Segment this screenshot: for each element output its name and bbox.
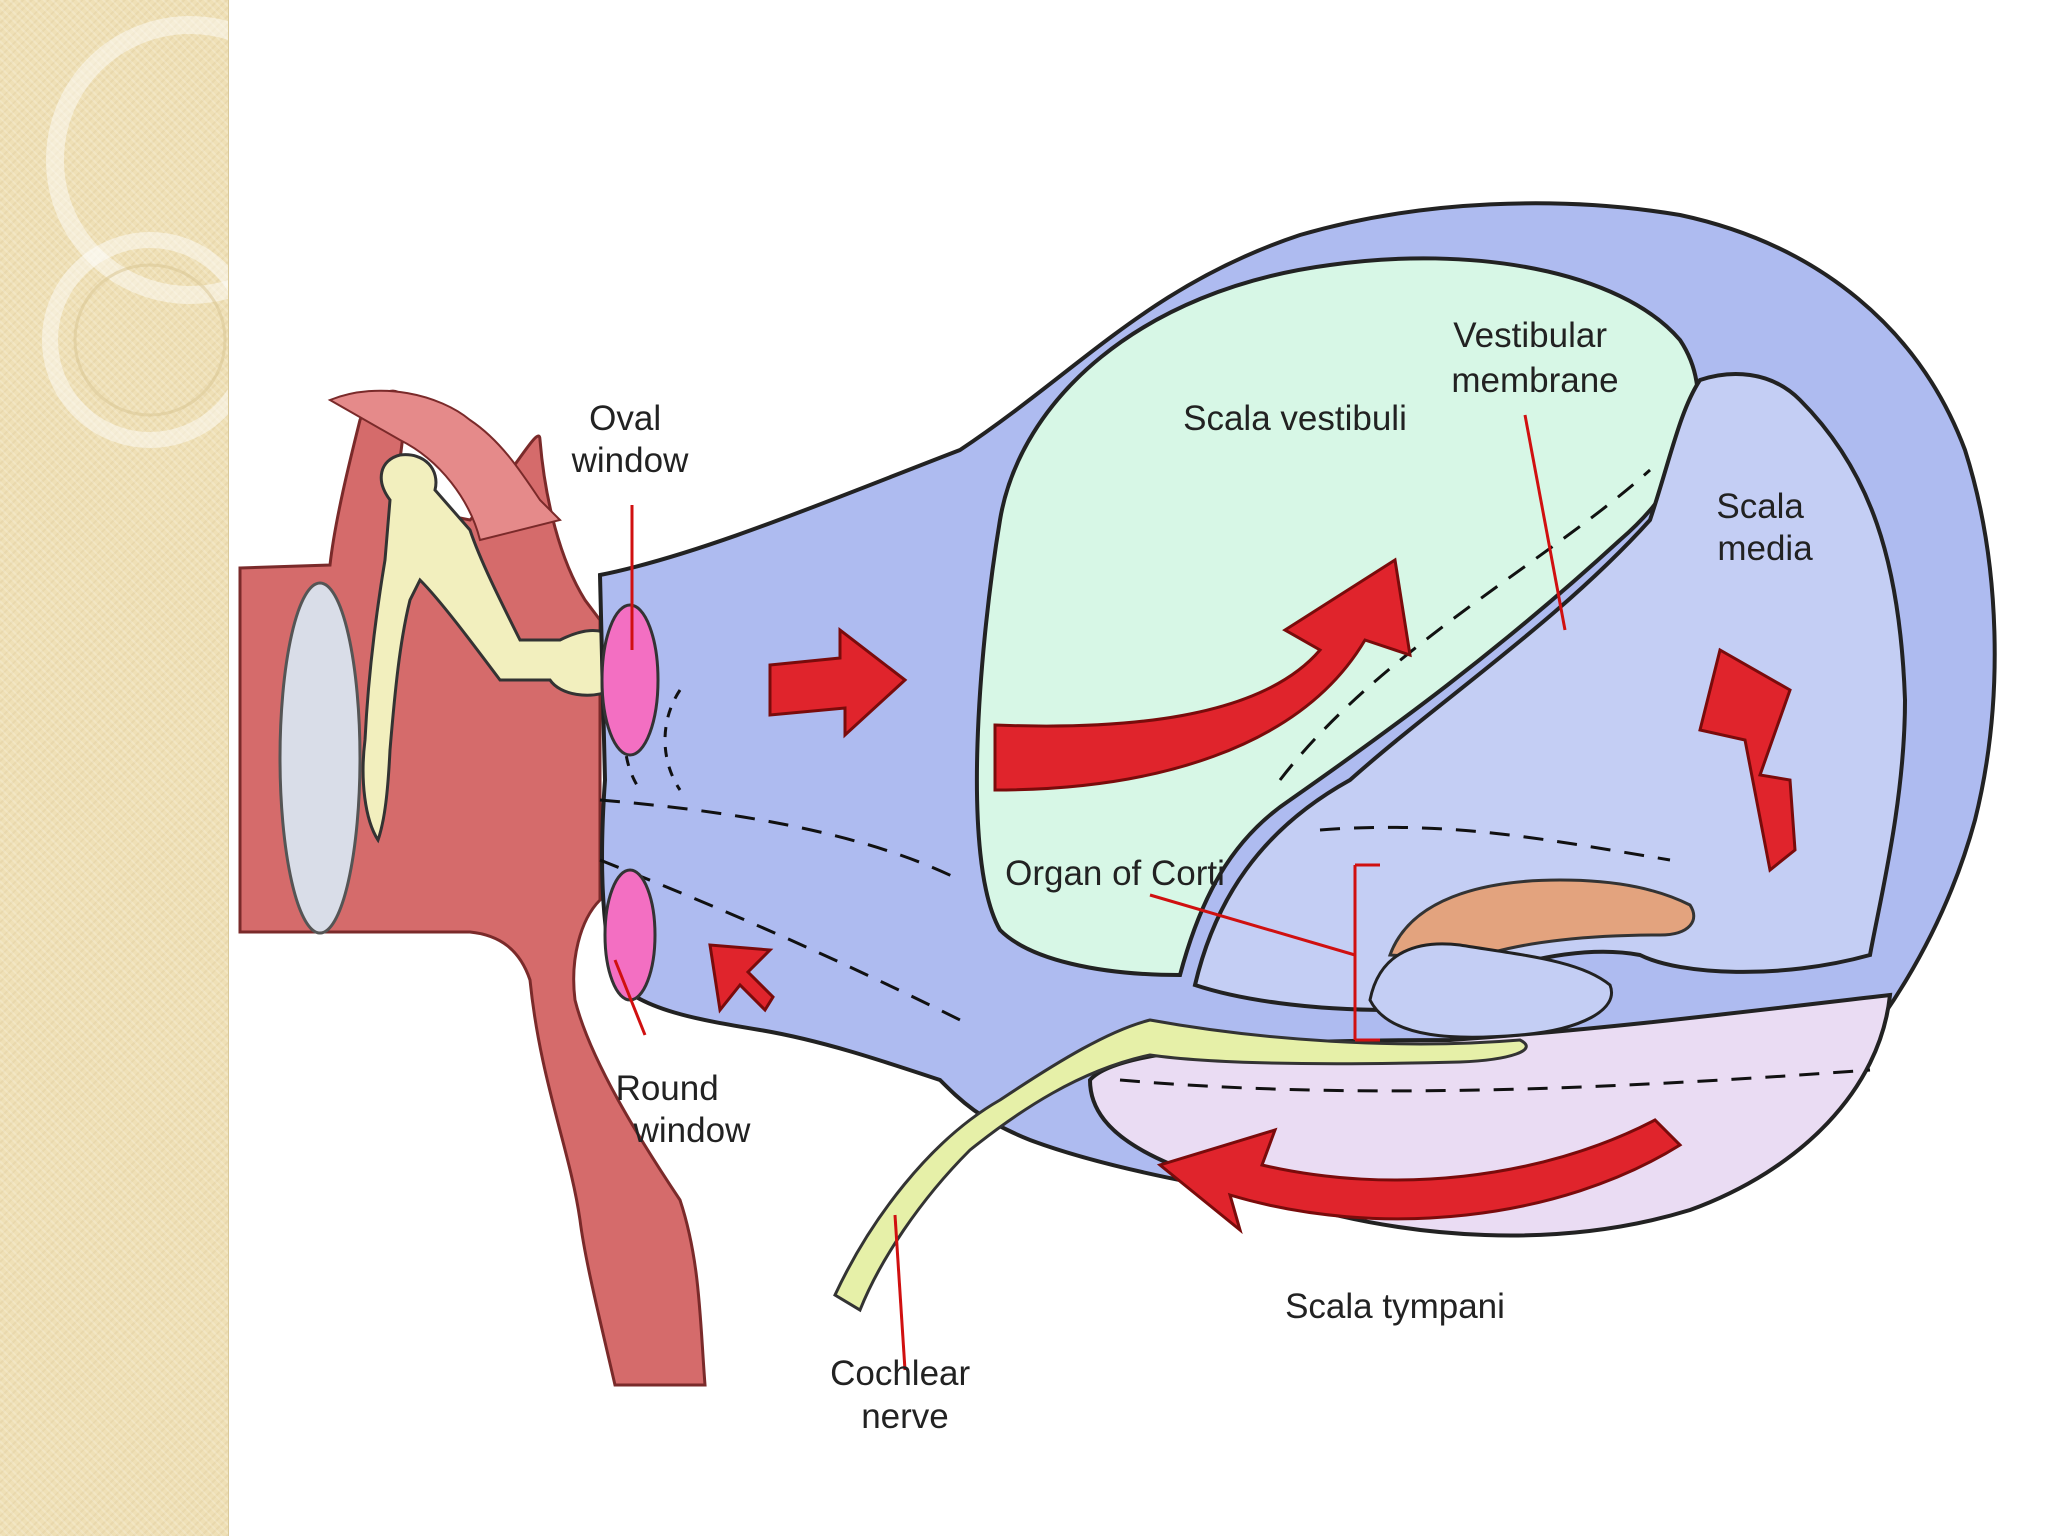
label-scala-media: Scala media bbox=[1716, 487, 1813, 568]
label-vestibular-membrane: Vestibular membrane bbox=[1451, 316, 1618, 400]
label-oval-window: Oval window bbox=[571, 399, 689, 480]
tectorial-membrane bbox=[1387, 878, 1696, 962]
organ-of-corti-body bbox=[1368, 942, 1613, 1039]
arrow-left-icon bbox=[708, 943, 775, 1014]
label-round-window: Round window bbox=[616, 1069, 752, 1150]
label-organ-of-corti: Organ of Corti bbox=[1005, 854, 1225, 893]
ossicles bbox=[361, 453, 634, 844]
arrow-right-icon bbox=[768, 626, 908, 739]
slide-sidebar bbox=[0, 0, 229, 1536]
cochlear-nerve bbox=[833, 1018, 1528, 1313]
oval-window bbox=[600, 603, 660, 757]
eardrum bbox=[278, 581, 362, 935]
label-cochlear-nerve: Cochlear nerve bbox=[830, 1354, 980, 1436]
label-scala-tympani: Scala tympani bbox=[1285, 1287, 1505, 1326]
scala-tympani-arrow-icon bbox=[1156, 1118, 1683, 1235]
scala-media-arrow-icon bbox=[1698, 647, 1797, 873]
decorative-rings bbox=[42, 16, 228, 448]
diagram-labels: Oval window Round window Scala vestibuli… bbox=[571, 316, 1814, 1436]
label-scala-vestibuli: Scala vestibuli bbox=[1183, 399, 1407, 438]
fluid-arrows bbox=[708, 557, 1797, 1235]
round-window bbox=[603, 868, 657, 1002]
scala-vestibuli-arrow-icon bbox=[993, 557, 1412, 792]
leader-lines bbox=[613, 414, 1567, 1371]
